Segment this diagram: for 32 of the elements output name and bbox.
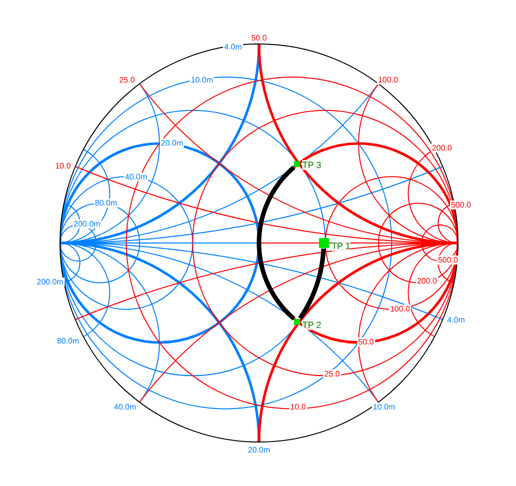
impedance-scale-label: 25.0 bbox=[118, 76, 136, 84]
impedance-scale-label: 10.0 bbox=[289, 402, 307, 412]
test-point-label: TP 3 bbox=[302, 160, 322, 170]
impedance-scale-label: 200.0 bbox=[430, 144, 454, 152]
impedance-scale-label: 50.0 bbox=[250, 34, 268, 42]
impedance-scale-label: 10.0 bbox=[54, 162, 72, 170]
admittance-scale-label: 4.0m bbox=[223, 42, 243, 52]
impedance-scale-label: 25.0 bbox=[323, 370, 341, 378]
admittance-scale-label: 80.0m bbox=[94, 198, 118, 208]
impedance-scale-label: 500.0 bbox=[450, 200, 472, 210]
admittance-scale-label: 10.0m bbox=[190, 76, 214, 84]
admittance-scale-label: 80.0m bbox=[56, 336, 80, 346]
admittance-scale-label: 40.0m bbox=[124, 172, 148, 182]
impedance-scale-label: 500.0 bbox=[436, 256, 460, 264]
admittance-scale-label: 200.0m bbox=[36, 278, 64, 286]
admittance-scale-label: 20.0m bbox=[246, 446, 272, 454]
admittance-scale-label: 20.0m bbox=[160, 138, 184, 148]
impedance-scale-label: 200.0 bbox=[416, 276, 438, 286]
admittance-scale-label: 4.0m bbox=[446, 316, 466, 324]
admittance-scale-label: 200.0m bbox=[72, 220, 102, 228]
impedance-scale-label: 100.0 bbox=[376, 76, 400, 84]
impedance-scale-label: 50.0 bbox=[357, 338, 375, 346]
admittance-scale-label: 40.0m bbox=[112, 402, 138, 412]
test-point-label: TP 2 bbox=[302, 320, 322, 330]
test-point-marker bbox=[318, 238, 329, 248]
admittance-scale-label: 10.0m bbox=[372, 402, 396, 412]
test-point-label: TP 1 bbox=[332, 241, 350, 251]
test-point-marker bbox=[294, 161, 300, 168]
impedance-scale-label: 100.0 bbox=[388, 304, 412, 314]
test-point-marker bbox=[294, 318, 300, 325]
matching-path-curve bbox=[256, 166, 296, 320]
matching-path-curve bbox=[298, 247, 326, 320]
